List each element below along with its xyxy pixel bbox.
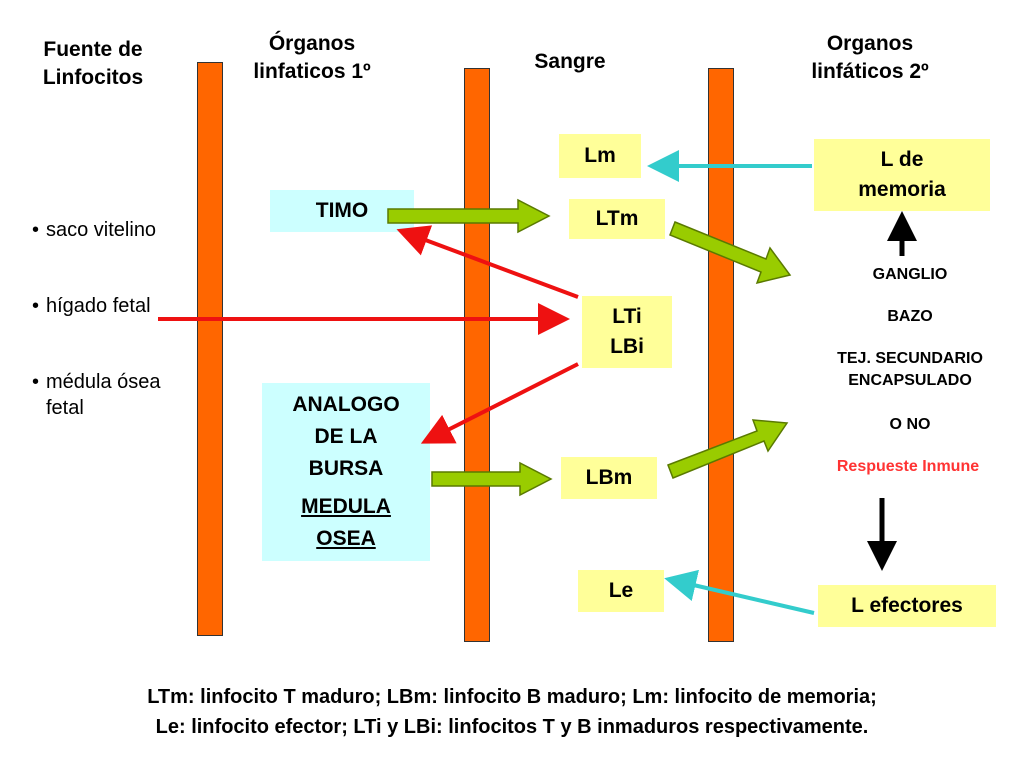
arrow-bursa-to-lbm [431,461,553,497]
source-item-saco: •saco vitelino [32,219,157,241]
header-secundarios: Organos linfáticos 2º [811,32,929,83]
footer-line-2: Le: linfocito efector; LTi y LBi: linfoc… [155,716,869,738]
footer-line-1: LTm: linfocito T maduro; LBm: linfocito … [147,686,877,708]
label-respuesta-inmune: Respueste Inmune [836,458,980,475]
box-lm: Lm [559,134,641,178]
header-fuente: Fuente de Linfocitos [42,38,144,89]
source-item-higado: •hígado fetal [32,295,151,317]
source-item-medula: •médula ósea fetal [32,371,161,419]
box-ltm: LTm [569,199,665,239]
box-lbm: LBm [561,457,657,499]
arrow-ltm-to-secundarios [669,221,792,285]
divider-bar-1 [197,62,223,636]
header-sangre: Sangre [534,50,606,73]
box-le: Le [578,570,664,612]
label-tejido: TEJ. SECUNDARIO ENCAPSULADO [837,350,983,389]
arrow-efectores-to-le [664,569,815,615]
label-bazo: BAZO [887,308,933,325]
arrow-lti-to-timo [396,225,579,299]
arrow-lbi-to-bursa [420,362,579,444]
arrow-lbm-to-secundarios [667,419,789,479]
arrow-timo-to-ltm [387,198,551,234]
box-l-memoria: L de memoria [814,139,990,211]
divider-bar-2 [464,68,490,642]
box-analogo-bursa: ANALOGO DE LA BURSA MEDULA OSEA [262,383,430,561]
label-ganglio: GANGLIO [872,266,948,283]
box-lti-lbi: LTi LBi [582,296,672,368]
header-primarios: Órganos linfaticos 1º [253,32,371,83]
box-l-efectores: L efectores [818,585,996,627]
label-ono: O NO [889,416,931,433]
divider-bar-3 [708,68,734,642]
